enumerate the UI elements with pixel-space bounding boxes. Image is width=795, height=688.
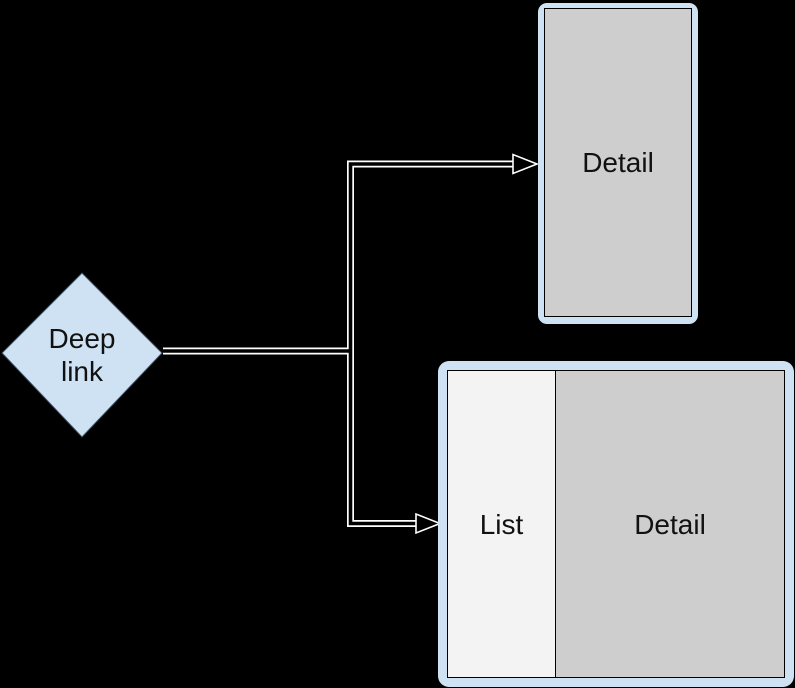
detail-pane-label: Detail: [634, 508, 706, 540]
list-pane-label: List: [479, 508, 524, 540]
list-detail-screen-body: List Detail: [447, 370, 785, 678]
detail-pane: Detail: [556, 371, 784, 677]
deep-link-diamond: [1, 272, 163, 438]
detail-screen-body: Detail: [544, 8, 692, 317]
list-detail-screen-node: List Detail: [438, 361, 794, 687]
connector-fork-core: [348, 162, 513, 526]
detail-screen-node: Detail: [538, 3, 698, 324]
arrowhead-to-list-detail-icon: [415, 512, 443, 535]
arrowhead-to-detail-icon: [512, 153, 540, 175]
detail-screen-label: Detail: [582, 147, 654, 178]
list-pane: List: [448, 371, 556, 677]
deep-link-label: Deep link: [48, 323, 116, 387]
